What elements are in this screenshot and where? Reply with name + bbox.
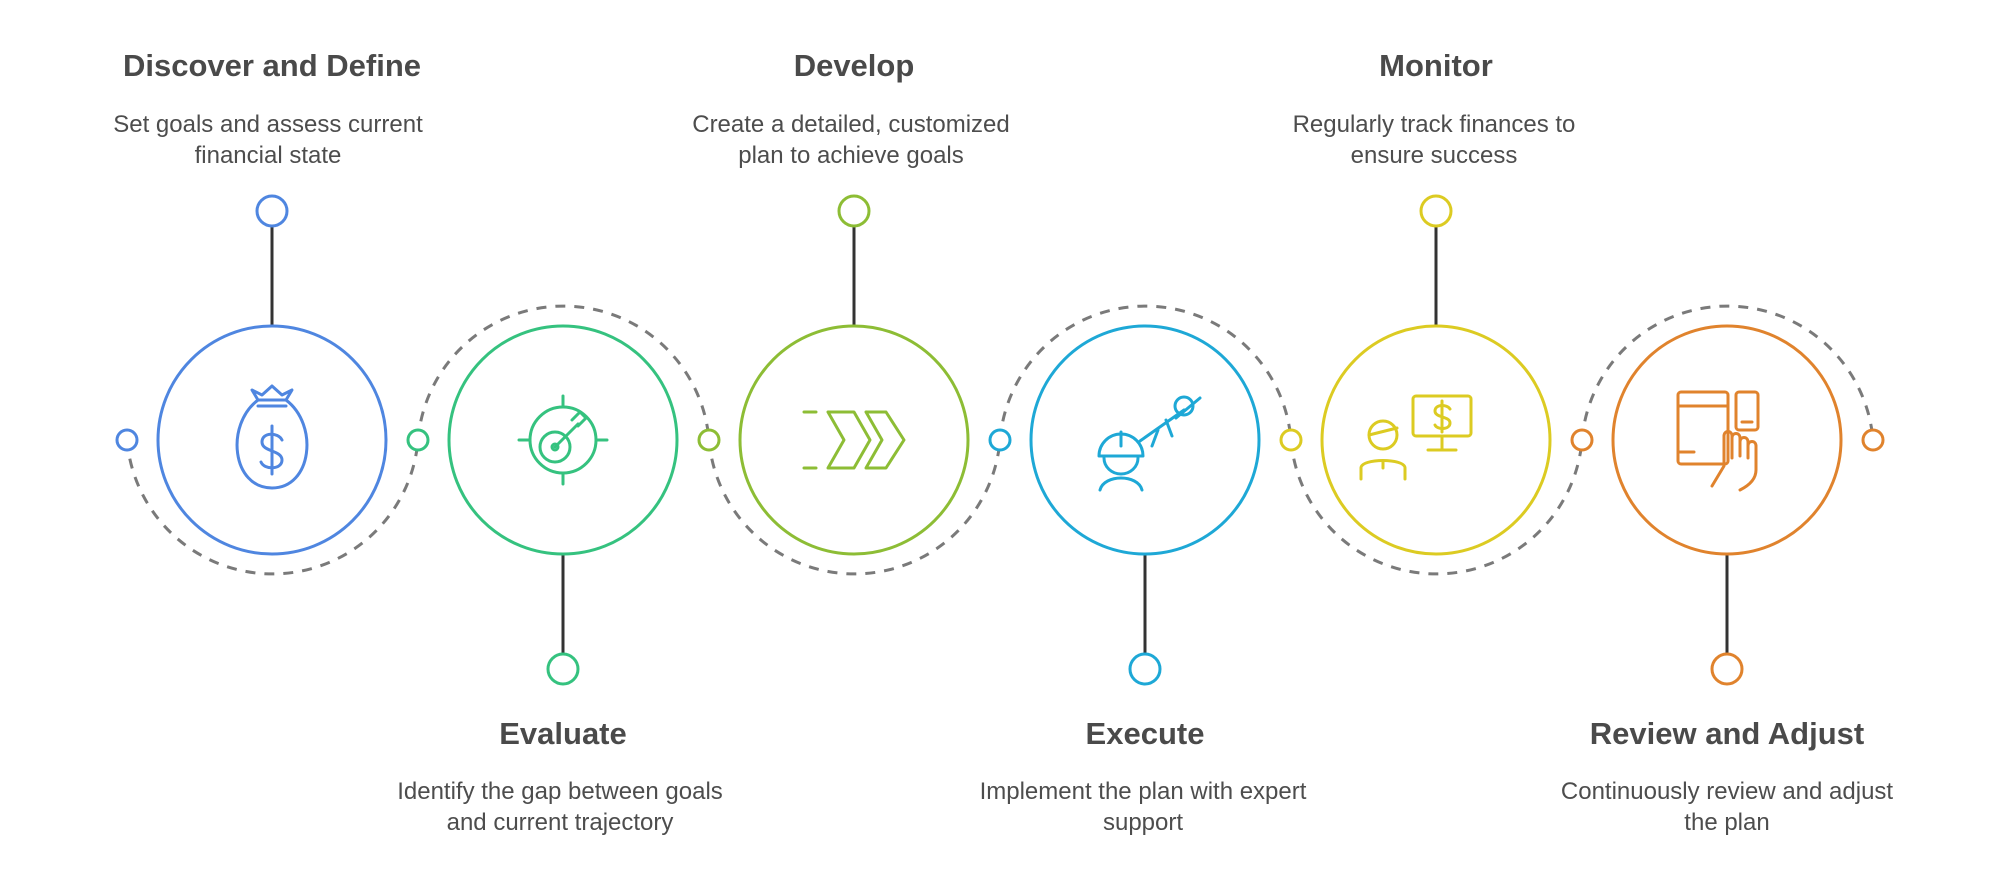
hand-touch-devices-icon [1676, 390, 1760, 492]
step-desc-5-line-1: Regularly track finances to [1293, 111, 1576, 138]
stems [270, 226, 1729, 654]
step-desc-5-line-2: ensure success [1351, 142, 1518, 169]
step-desc-2-line-2: and current trajectory [447, 809, 674, 836]
step-desc-6-line-1: Continuously review and adjust [1561, 778, 1894, 805]
step-title-3: Develop [794, 48, 915, 83]
forward-arrows-icon [802, 410, 906, 470]
arc-1 [125, 439, 420, 576]
step-circles [156, 324, 1843, 556]
step-desc-3-line-1: Create a detailed, customized [692, 111, 1010, 138]
step-circle-5 [1320, 324, 1552, 556]
engineer-icon [1097, 395, 1202, 492]
step-title-4: Execute [1086, 716, 1205, 751]
step-desc-1-line-2: financial state [195, 142, 342, 169]
target-gauge-icon [517, 394, 609, 486]
junction-dots [115, 428, 1885, 452]
step-title-1: Discover and Define [123, 48, 421, 83]
step-descriptions: Set goals and assess current financial s… [113, 111, 1893, 836]
step-desc-1-line-1: Set goals and assess current [113, 111, 423, 138]
money-bag-icon [235, 384, 309, 490]
step-title-2: Evaluate [499, 716, 627, 751]
step-desc-2-line-1: Identify the gap between goals [397, 778, 723, 805]
arc-3 [707, 439, 1002, 576]
step-desc-4-line-2: support [1103, 809, 1183, 836]
step-title-6: Review and Adjust [1590, 716, 1864, 751]
step-titles: Discover and Define Evaluate Develop Exe… [123, 48, 1864, 751]
step-circle-3 [738, 324, 970, 556]
step-title-5: Monitor [1379, 48, 1493, 83]
step-desc-3-line-2: plan to achieve goals [738, 142, 964, 169]
step-circle-4 [1029, 324, 1261, 556]
arc-6 [1580, 304, 1875, 441]
person-monitor-dollar-icon [1359, 394, 1473, 481]
stem-end-dots [255, 194, 1744, 686]
arc-4 [998, 304, 1293, 441]
arc-2 [416, 304, 711, 441]
arc-5 [1289, 439, 1584, 576]
step-desc-4-line-1: Implement the plan with expert [980, 778, 1307, 805]
step-desc-6-line-2: the plan [1684, 809, 1769, 836]
connector-arcs [125, 304, 1875, 576]
